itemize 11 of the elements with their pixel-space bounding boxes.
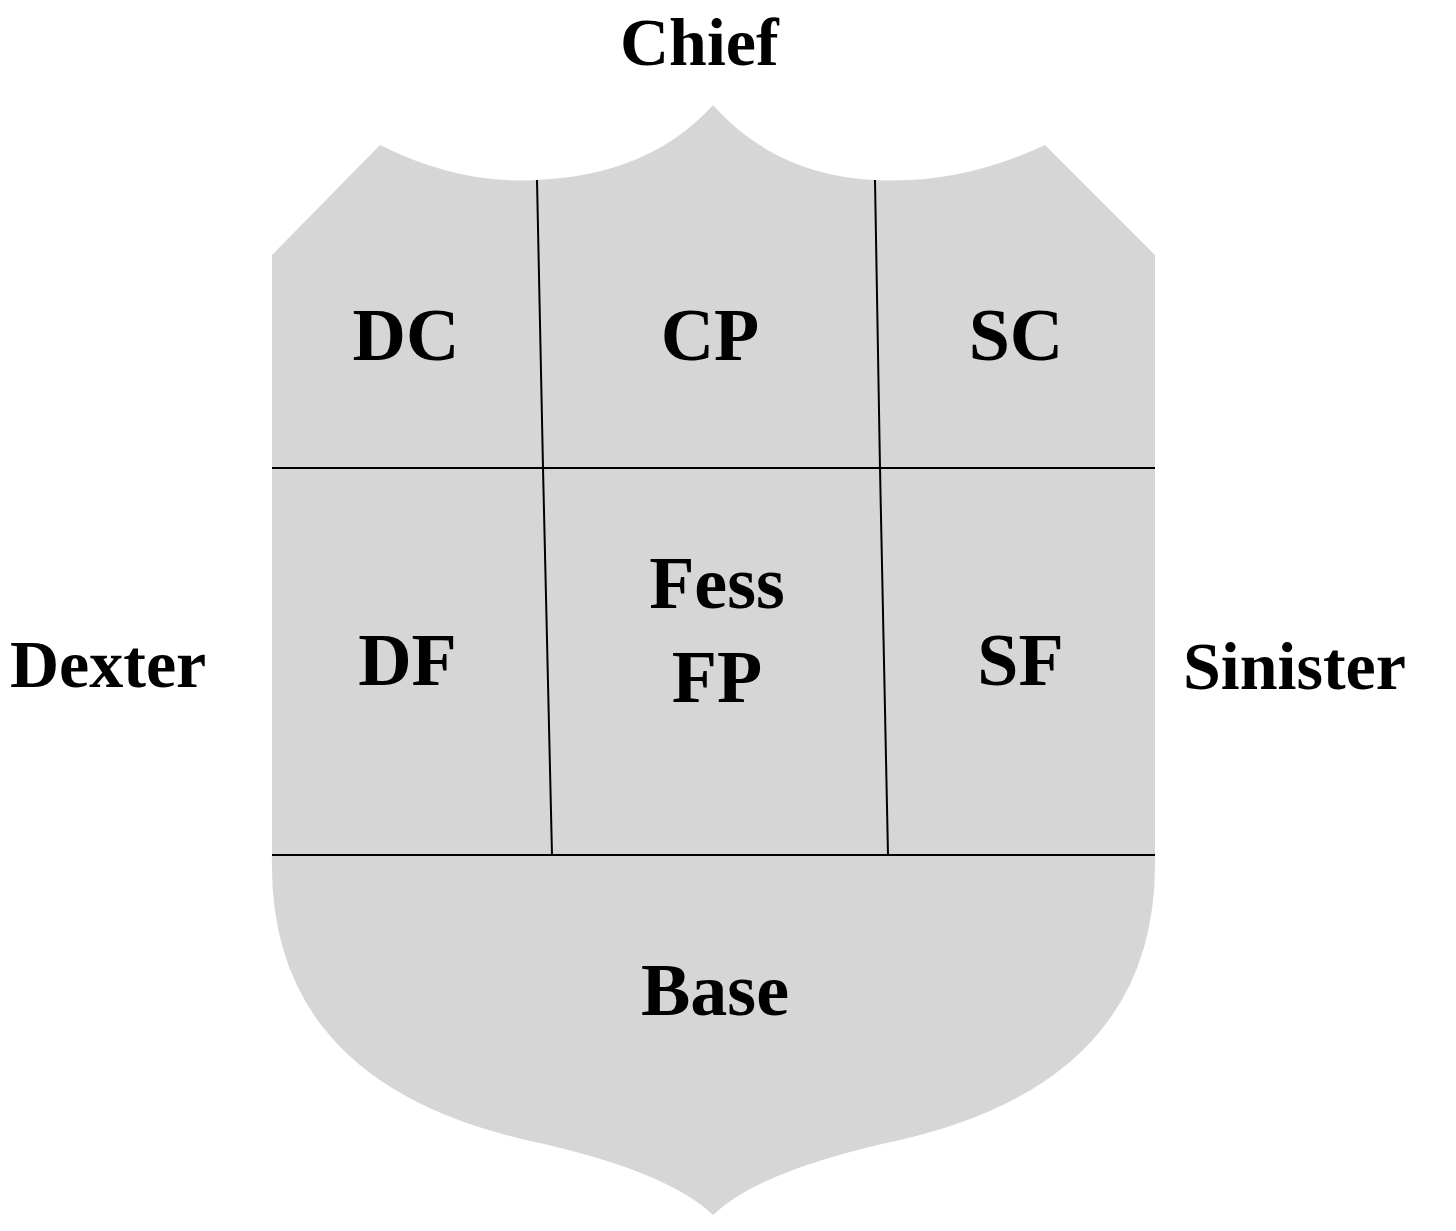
section-name: Base (641, 953, 789, 1027)
section-name: DF (358, 623, 457, 697)
section-name: DC (352, 298, 460, 372)
section-name: FP (671, 640, 763, 714)
section-name: Fess (649, 546, 785, 620)
side-label: Chief (620, 8, 779, 76)
side-label: Dexter (10, 630, 207, 698)
side-label: Sinister (1183, 632, 1406, 700)
section-name: CP (660, 298, 760, 372)
section-name: SF (977, 623, 1064, 697)
section-name: SC (968, 298, 1064, 372)
